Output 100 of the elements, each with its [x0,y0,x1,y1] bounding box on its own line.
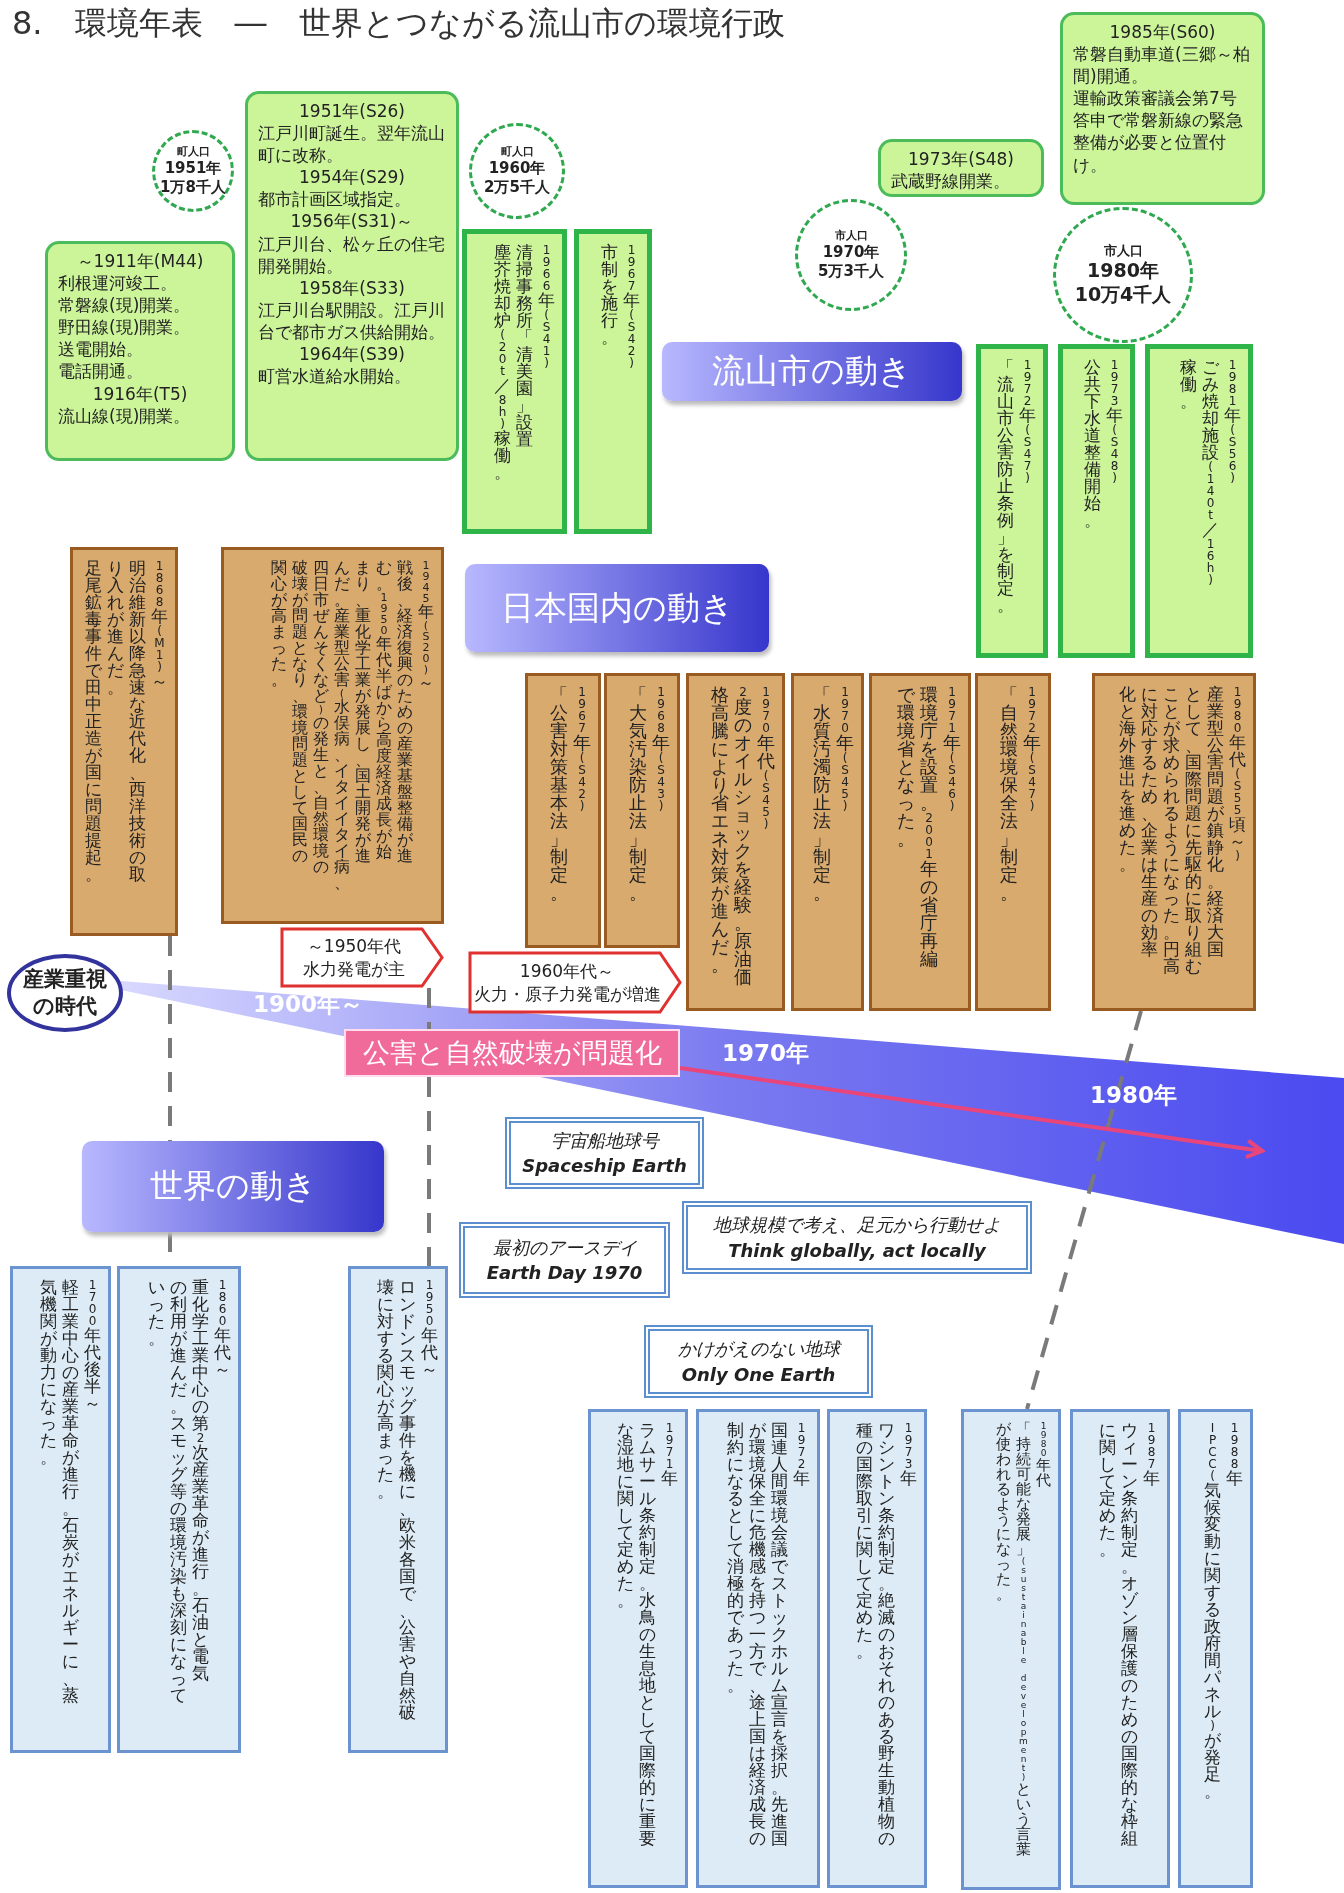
event-box [1070,1409,1170,1888]
dashed-connector [1025,1010,1143,1410]
population-circle [469,123,565,219]
event-text: 「公害対策基本法」制定。 [549,686,569,902]
section-title: 日本国内の動き [500,586,734,629]
event-text: 種の国際取引に関して定めた。 [855,1422,874,1660]
event-year: 1973年(S48) [1105,359,1124,484]
event-text: 電話開通。 [58,360,144,383]
event-box [869,673,971,1011]
event-text: 気機関が動力になった。 [39,1279,58,1466]
section-title: 世界の動き [149,1165,317,1207]
dashed-connector [427,988,431,1029]
event-text: まり、重化学工業が発展し、国土開発が進 [354,560,372,864]
event-box [70,547,178,936]
event-text: 「水質汚濁防止法」制定。 [812,686,832,902]
event-year: 1956年(S31)～ [289,210,415,233]
population-text: 町人口 [500,145,534,160]
event-box [1092,673,1256,1011]
slogan-text: Earth Day 1970 [486,1261,643,1285]
population-text: 1970年 [822,243,880,262]
arrow-label-box [280,927,444,988]
slogan-box [644,1325,873,1398]
event-box [878,139,1044,197]
event-text: 常磐自動車道(三郷～柏間)開通。 [1073,43,1251,88]
slogan-box [459,1222,670,1298]
event-box [525,673,601,948]
event-year: 1950年代～ [420,1279,439,1378]
event-text: 送電開始。 [58,338,144,361]
slogan-text: Spaceship Earth [522,1154,687,1178]
event-year: 1954年(S29) [298,166,406,189]
event-text: 化と海外進出を進めた。 [1118,686,1137,873]
event-text: 稼働。 [1179,359,1198,410]
event-text: 四日市ぜんそくなど)の発生と、自然環境の [312,560,330,875]
event-text: ロンドンスモッグ事件を機に、欧米各国で、公害や自然破 [398,1279,417,1721]
event-box [604,673,680,948]
event-box [245,91,459,461]
event-text: 利根運河竣工。 [58,272,178,295]
event-year: 1972年(S47) [1018,359,1037,484]
event-box [976,344,1048,658]
population-text: 1960年 [488,159,546,178]
slogan-text: Think globally, act locally [728,1238,986,1263]
event-text: いった。 [147,1279,166,1347]
event-year: 1860年代～ [213,1279,232,1378]
event-text: 市制を施行。 [600,244,619,346]
event-text: 公共下水道整備開始。 [1083,359,1102,529]
event-text: 清掃事務所「清美園」設置 [515,244,534,448]
event-box [45,241,235,461]
section-banner [465,564,769,652]
event-text: 国連人間環境会議でストックホルム宣言を採択。先進国 [770,1422,789,1847]
population-text: 1万8千人 [160,177,226,197]
dashed-connector [427,1077,431,1266]
era-label: 産業重視の時代 [22,965,108,1020]
event-box [827,1409,927,1888]
callout-text: 火力・原子力発電が増進 [473,982,661,1006]
slogan-box [682,1201,1032,1274]
event-text: り入れが進んだ。 [106,560,125,696]
event-text: ことが求められるようになった。円高 [1162,686,1181,975]
event-year: 1700年代後半～ [83,1279,102,1412]
event-text: 運輸政策審議会第7号答申で常磐新線の緊急整備が必要と位置付け。 [1073,87,1244,176]
event-text: 武蔵野線開業。 [891,170,1011,193]
event-year: ～1911年(M44) [75,250,205,273]
event-year: 1985年(S60) [1108,21,1217,44]
year-label: 1970年 [722,1039,809,1068]
population-text: 市人口 [1103,243,1143,260]
event-year: 1971年(S46) [942,686,962,812]
event-text: が環境保全に危機感を持つ一方で、途上国は経済成長の [748,1422,767,1847]
callout-text: 1960年代～ [519,959,615,983]
event-text: 野田線(現)開業。 [58,316,192,339]
year-label: 1980年 [1090,1081,1177,1110]
slogan-text: 最初のアースデイ [492,1235,637,1260]
event-text: んだ。産業型公害(水俣病、イタイイタイ病、 [333,560,351,891]
population-text: 10万4千人 [1074,283,1172,307]
event-box [1060,12,1265,205]
arrow-label-box [468,951,682,1014]
event-text: 江戸川町誕生。翌年流山町に改称。 [258,122,446,167]
event-text: に関して定めた。 [1098,1422,1117,1558]
event-text: の利用が進んだ。スモッグ等の環境汚染も深刻になって [169,1279,188,1704]
event-year: 1973年(S48) [907,148,1015,171]
event-text: 江戸川台、松ヶ丘の住宅開発開始。 [258,232,446,277]
event-box [348,1266,448,1753]
event-year: 1971年 [660,1422,679,1487]
event-text: 町営水道給水開始。 [258,365,412,388]
arrow [679,1066,1265,1160]
event-text: 「大気汚染防止法」制定。 [628,686,648,902]
event-text: む。1950年代半ばから高度経済成長が始 [375,560,393,860]
event-year: 1967年(S42) [572,686,592,812]
slogan-box [505,1117,704,1189]
section-banner [82,1141,384,1232]
event-text: 「自然環境保全法」制定。 [999,686,1019,902]
event-box [588,1409,688,1888]
slogan-text: かけがえのない地球 [677,1337,840,1362]
event-year: 1981年(S56) [1223,359,1242,484]
event-text: 2度のオイルショックを経験。原油価 [733,686,753,986]
event-text: 「流山市公害防止条例」を制定。 [996,359,1015,614]
event-text: 常磐線(現)開業。 [58,294,192,317]
callout-text: ～1950年代 [306,934,402,958]
event-text: 壊に対する関心が高まった。 [376,1279,395,1500]
population-circle [152,130,234,212]
event-text: ウィーン条約制定。オゾン層保護のための国際的な枠組 [1120,1422,1139,1847]
event-box [10,1266,111,1753]
